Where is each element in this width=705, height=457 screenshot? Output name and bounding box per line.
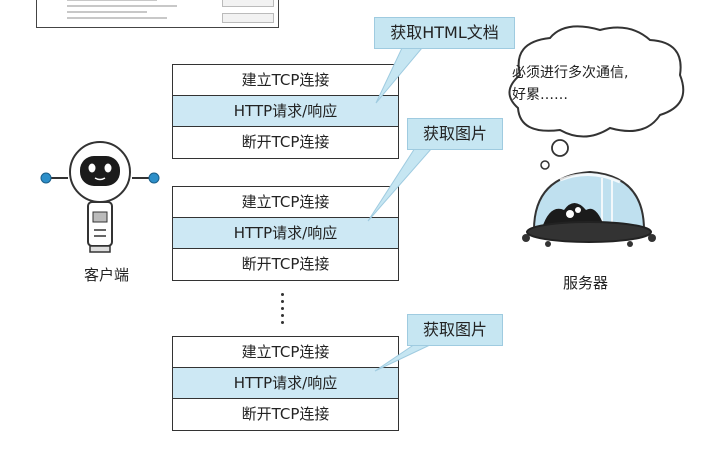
tcp-disconnect-row: 断开TCP连接 bbox=[241, 133, 330, 151]
thought-text: 必须进行多次通信, 好累…… bbox=[512, 62, 690, 106]
thought-line-1: 必须进行多次通信, bbox=[512, 65, 629, 81]
tcp-connect-row: 建立TCP连接 bbox=[173, 337, 398, 368]
thought-line-2: 好累…… bbox=[512, 87, 568, 103]
http-request-response-row: HTTP请求/响应 bbox=[173, 218, 398, 249]
http-request-response-row: HTTP请求/响应 bbox=[173, 96, 398, 127]
client-robot-icon bbox=[40, 141, 160, 253]
continuation-dots bbox=[281, 293, 285, 328]
tcp-disconnect-row: 断开TCP连接 bbox=[241, 405, 330, 423]
callout-pointer-1 bbox=[375, 47, 424, 104]
tcp-connect-row: 建立TCP连接 bbox=[173, 187, 398, 218]
tcp-disconnect-row: 断开TCP连接 bbox=[241, 255, 330, 273]
server-label: 服务器 bbox=[563, 274, 609, 292]
thought-bubble bbox=[508, 25, 685, 170]
tcp-connect-row: 建立TCP连接 bbox=[173, 65, 398, 96]
callout-pointer-2 bbox=[367, 147, 434, 222]
connection-group-2: 建立TCP连接 HTTP请求/响应 断开TCP连接 bbox=[172, 186, 399, 281]
webpage-thumbnail bbox=[36, 0, 279, 28]
callout-get-image-1: 获取图片 bbox=[407, 118, 503, 150]
http-request-response-row: HTTP请求/响应 bbox=[173, 368, 398, 399]
callout-get-image-2: 获取图片 bbox=[407, 314, 503, 346]
connection-group-1: 建立TCP连接 HTTP请求/响应 断开TCP连接 bbox=[172, 64, 399, 159]
connection-group-3: 建立TCP连接 HTTP请求/响应 断开TCP连接 bbox=[172, 336, 399, 431]
server-dome-icon bbox=[522, 170, 656, 247]
client-label: 客户端 bbox=[84, 266, 130, 284]
callout-pointer-3 bbox=[374, 343, 433, 372]
callout-get-html: 获取HTML文档 bbox=[374, 17, 515, 49]
